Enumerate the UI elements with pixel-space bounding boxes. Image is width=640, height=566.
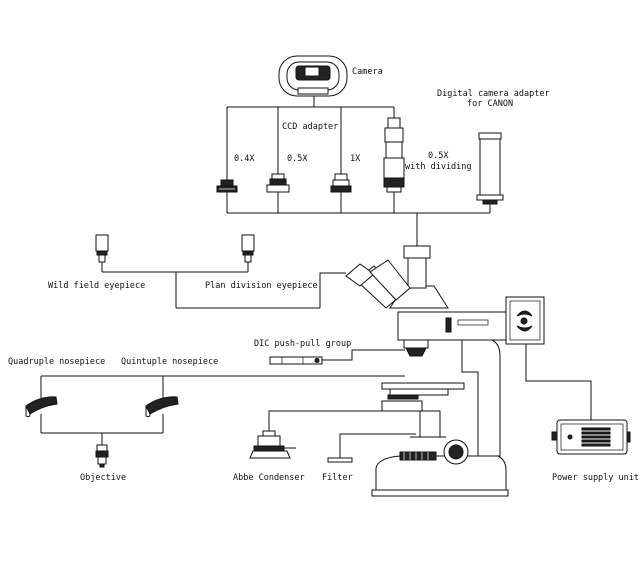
plan-division-eyepiece-icon [241,234,255,263]
label-mag-04x: 0.4X [234,154,255,164]
label-ccd-adapter: CCD adapter [282,122,338,132]
connector-lines [40,96,592,458]
label-quadruple-nosepiece: Quadruple nosepiece [8,357,105,367]
label-canon-adapter-line2: for CANON [467,99,513,109]
label-wild-field-eyepiece: Wild field eyepiece [48,281,145,291]
label-filter: Filter [322,473,353,483]
label-mag-05x: 0.5X [287,154,308,164]
abbe-condenser-icon [249,430,296,459]
quadruple-nosepiece-icon [25,396,58,418]
wild-field-eyepiece-icon [95,234,109,263]
label-power-supply: Power supply unit [552,473,639,483]
microscope-body-icon [345,245,545,497]
camera-icon [278,55,348,97]
label-abbe-condenser: Abbe Condenser [233,473,305,483]
label-canon-adapter-line1: Digital camera adapter [437,89,550,99]
label-plan-division-eyepiece: Plan division eyepiece [205,281,318,291]
objective-icon [95,444,109,468]
dic-push-pull-icon [269,356,323,365]
ccd-adapter-05x-icon [266,173,290,193]
label-mag-1x: 1X [350,154,361,164]
filter-icon [327,457,353,463]
ccd-adapter-04x-icon [216,179,238,193]
label-camera: Camera [352,67,383,77]
vent-grille [581,427,611,447]
label-objective: Objective [80,473,126,483]
label-quintuple-nosepiece: Quintuple nosepiece [121,357,218,367]
label-dic-group: DIC push-pull group [254,339,351,349]
label-05x-dividing-line1: 0.5X [428,151,449,161]
power-supply-icon [551,419,631,455]
quintuple-nosepiece-icon [145,396,179,418]
ccd-adapter-1x-icon [330,173,352,193]
ccd-adapter-05x-dividing-icon [383,117,405,193]
label-05x-dividing-line2: with dividing [405,162,472,172]
text-labels: Camera CCD adapter 0.4X 0.5X 1X 0.5X wit… [8,67,639,483]
canon-camera-adapter-icon [476,132,504,205]
